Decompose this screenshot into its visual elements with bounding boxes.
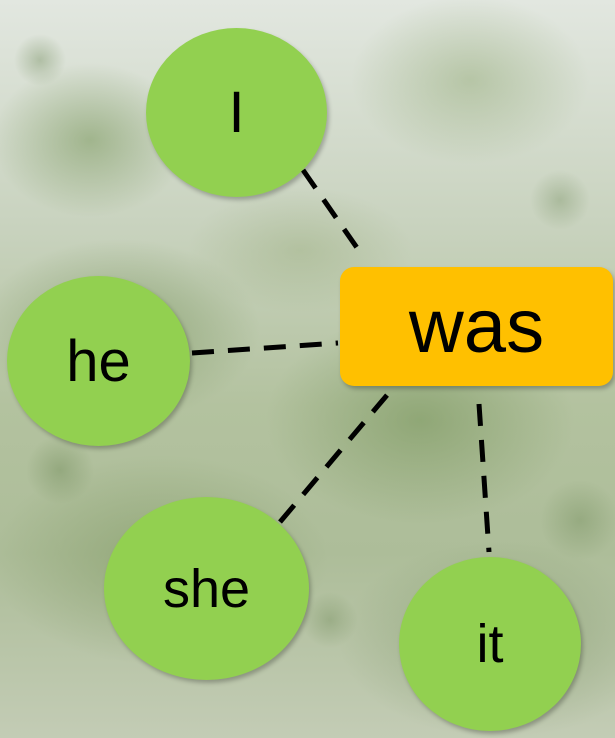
hub-label: was	[408, 284, 545, 369]
connector-i-was	[300, 168, 365, 257]
node-label: I	[228, 80, 245, 145]
node-label: it	[476, 614, 504, 674]
node-label: he	[66, 328, 131, 394]
node-i: I	[146, 28, 327, 197]
node-it: it	[399, 557, 581, 731]
node-she: she	[104, 497, 309, 680]
node-he: he	[7, 276, 190, 446]
connector-it-was	[476, 403, 492, 553]
connector-she-was	[278, 386, 395, 524]
node-label: she	[162, 558, 251, 619]
connector-he-was	[191, 340, 339, 356]
hub-node-was: was	[340, 267, 613, 386]
